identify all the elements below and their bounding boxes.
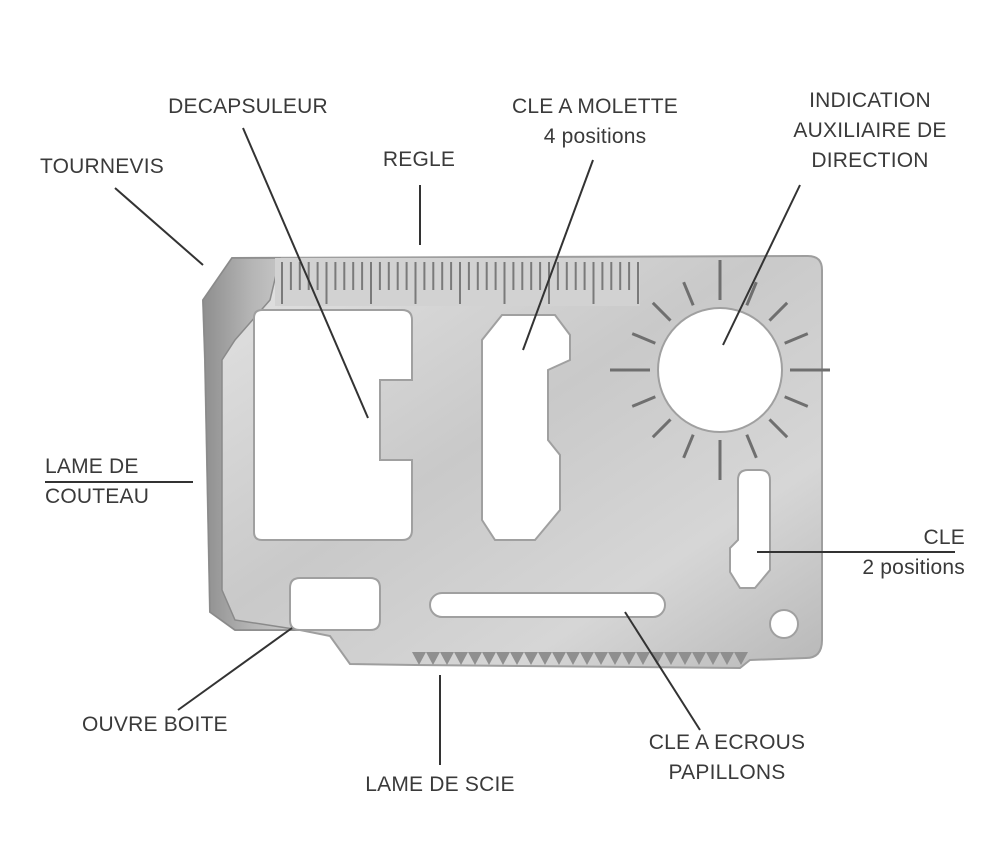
saw-tooth — [566, 652, 580, 665]
label-cle-ecrous-line2: PAPILLONS — [668, 761, 786, 784]
saw-tooth — [706, 652, 720, 665]
saw-tooth — [622, 652, 636, 665]
saw-teeth — [412, 652, 748, 665]
saw-tooth — [482, 652, 496, 665]
label-indication-line3: DIRECTION — [811, 149, 929, 172]
saw-tooth — [636, 652, 650, 665]
compass-cutout — [657, 307, 783, 433]
compass-tick — [745, 434, 758, 459]
butterfly-wrench-slot — [429, 592, 666, 618]
compass-tick — [651, 418, 672, 439]
label-lame-scie: LAME DE SCIE — [365, 770, 514, 800]
label-lame-scie-text: LAME DE SCIE — [365, 773, 515, 796]
saw-tooth — [510, 652, 524, 665]
compass-ticks — [610, 260, 830, 480]
compass-tick — [682, 434, 695, 459]
label-lame-couteau: LAME DE COUTEAU — [45, 452, 149, 512]
label-regle: REGLE — [383, 145, 455, 175]
bottle-opener-cutout — [253, 309, 413, 541]
label-regle-text: REGLE — [382, 148, 456, 171]
saw-tooth — [496, 652, 510, 665]
label-indication-line1: INDICATION — [809, 89, 931, 112]
label-ouvre-boite-text: OUVRE BOITE — [82, 713, 228, 736]
label-indication: INDICATION AUXILIAIRE DE DIRECTION — [793, 86, 946, 176]
label-lame-couteau-line1: LAME DE — [45, 455, 139, 478]
saw-tooth — [734, 652, 748, 665]
leader-line-cle-molette — [522, 159, 594, 351]
compass-tick — [682, 281, 695, 306]
compass-tick — [768, 418, 789, 439]
saw-tooth — [468, 652, 482, 665]
saw-tooth — [524, 652, 538, 665]
leader-line-indication — [722, 184, 801, 346]
can-opener-cutout — [289, 577, 381, 631]
leader-line-tournevis — [114, 187, 204, 266]
saw-tooth — [552, 652, 566, 665]
saw-tooth — [664, 652, 678, 665]
saw-tooth — [608, 652, 622, 665]
label-cle-ecrous-line1: CLE A ECROUS — [648, 731, 806, 754]
label-tournevis: TOURNEVIS — [40, 152, 164, 182]
label-cle-ecrous: CLE A ECROUS PAPILLONS — [649, 728, 805, 788]
saw-tooth — [454, 652, 468, 665]
label-ouvre-boite: OUVRE BOITE — [82, 710, 228, 740]
saw-tooth — [580, 652, 594, 665]
leader-line-decapsuleur — [242, 127, 369, 419]
compass-tick — [768, 301, 789, 322]
compass-tick — [784, 332, 809, 345]
label-indication-line2: AUXILIAIRE DE — [793, 119, 947, 142]
label-cle-line1: CLE — [923, 526, 965, 549]
compass-tick — [631, 332, 656, 345]
saw-tooth — [440, 652, 454, 665]
label-cle-molette-line2: 4 positions — [543, 125, 647, 148]
label-cle-line2: 2 positions — [862, 556, 965, 579]
saw-tooth — [692, 652, 706, 665]
label-lame-couteau-line2: COUTEAU — [45, 485, 150, 508]
adjustable-wrench-cutout — [481, 314, 571, 541]
leader-line-cle-ecrous — [624, 611, 701, 731]
compass-tick — [631, 395, 656, 408]
compass-tick — [651, 301, 672, 322]
saw-tooth — [412, 652, 426, 665]
key-slot-cutout — [729, 469, 771, 589]
lanyard-hole — [769, 609, 799, 639]
label-decapsuleur: DECAPSULEUR — [168, 92, 328, 122]
label-tournevis-text: TOURNEVIS — [40, 155, 164, 178]
saw-tooth — [720, 652, 734, 665]
label-cle-molette-line1: CLE A MOLETTE — [512, 95, 678, 118]
saw-tooth — [594, 652, 608, 665]
saw-tooth — [538, 652, 552, 665]
compass-tick — [784, 395, 809, 408]
ruler-ticks — [281, 262, 639, 304]
saw-tooth — [426, 652, 440, 665]
label-cle: CLE 2 positions — [862, 523, 965, 583]
leader-line-ouvre-boite — [177, 627, 293, 711]
compass-tick — [745, 281, 758, 306]
label-cle-molette: CLE A MOLETTE 4 positions — [512, 92, 678, 152]
saw-tooth — [678, 652, 692, 665]
label-decapsuleur-text: DECAPSULEUR — [168, 95, 328, 118]
